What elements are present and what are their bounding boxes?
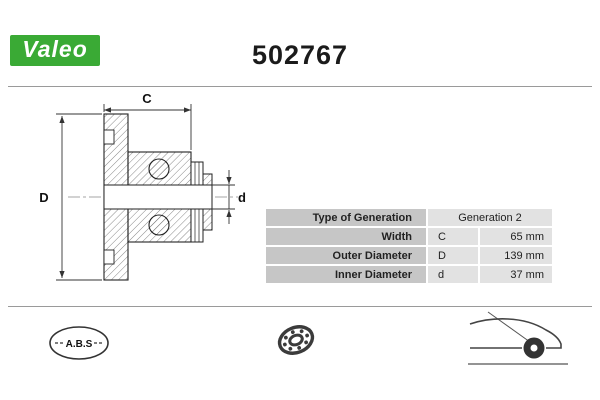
car-position-icon [468,311,568,365]
abs-icon: A.B.S [49,326,109,360]
bore [103,184,213,210]
abs-label: A.B.S [66,339,93,350]
spec-label: Width [266,228,426,245]
header-divider [8,86,592,87]
dim-label-d: d [238,190,246,205]
table-row: Width C 65 mm [266,228,552,245]
dim-label-D: D [39,190,48,205]
valeo-logo: Valeo [10,35,100,66]
spec-symbol: d [428,266,478,283]
table-row: Inner Diameter d 37 mm [266,266,552,283]
footer-divider [8,306,592,307]
table-row: Type of Generation Generation 2 [266,209,552,226]
table-row: Outer Diameter D 139 mm [266,247,552,264]
spec-label: Outer Diameter [266,247,426,264]
spec-value: 139 mm [480,247,552,264]
spec-symbol: C [428,228,478,245]
spec-value: 65 mm [480,228,552,245]
spec-table: Type of Generation Generation 2 Width C … [264,207,554,285]
spec-value: Generation 2 [428,209,552,226]
dim-label-c: C [142,92,152,106]
spec-symbol: D [428,247,478,264]
dimension-inner-diameter [212,170,235,224]
technical-drawing: C D d [39,92,246,281]
bearing-balls [148,158,170,236]
dimension-outer-diameter [56,113,102,281]
spec-value: 37 mm [480,266,552,283]
part-number: 502767 [251,40,349,70]
bearing-icon [277,325,315,355]
spec-label: Inner Diameter [266,266,426,283]
dimension-width [103,104,192,150]
spec-label: Type of Generation [266,209,426,226]
